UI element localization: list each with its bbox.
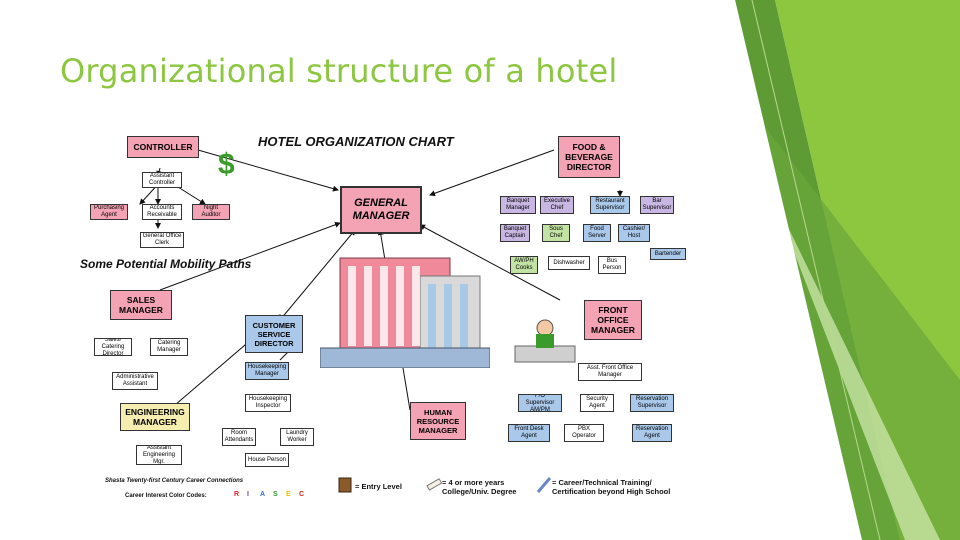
color-code-e-4: E (286, 491, 291, 498)
fo-supervisor-box: F/O Supervisor AM/PM (518, 394, 562, 412)
hr-manager-box: HUMAN RESOURCE MANAGER (410, 402, 466, 440)
color-code-a-2: A (260, 491, 266, 498)
fnb-director-box: FOOD & BEVERAGE DIRECTOR (558, 136, 620, 178)
credit-text: Shasta Twenty-first Century Career Conne… (105, 478, 244, 484)
administrative-assistant-box: Administrative Assistant (112, 372, 158, 390)
housekeeping-manager-box: Housekeeping Manager (245, 362, 289, 380)
slide-title: Organizational structure of a hotel (60, 52, 618, 90)
housekeeping-inspector-box: Housekeeping Inspector (245, 394, 291, 412)
sous-chef-box: Sous Chef (542, 224, 570, 242)
front-desk-clerk-icon (514, 319, 576, 363)
bar-supervisor-box: Bar Supervisor (640, 196, 674, 214)
security-agent-box: Security Agent (580, 394, 614, 412)
reservation-agent-box: Reservation Agent (632, 424, 672, 442)
general-office-clerk-box: General Office Clerk (140, 232, 184, 248)
front-office-manager-box: FRONT OFFICE MANAGER (584, 300, 642, 340)
purchasing-agent-box: Purchasing Agent (90, 204, 128, 220)
customer-service-director-box: CUSTOMER SERVICE DIRECTOR (245, 315, 303, 353)
house-person-box: House Person (245, 453, 289, 467)
sales-catering-director-box: Sales/ Catering Director (94, 338, 132, 356)
color-code-s-3: S (273, 491, 278, 498)
legend-entry-level: = Entry Level (355, 482, 402, 491)
laundry-worker-box: Laundry Worker (280, 428, 314, 446)
legend-four-years: = 4 or more years College/Univ. Degree (442, 478, 517, 496)
org-chart: HOTEL ORGANIZATION CHART Some Potential … (80, 120, 700, 505)
deco-band-light (770, 190, 940, 540)
color-code-c-5: C (299, 491, 305, 498)
general-manager-box: GENERAL MANAGER (340, 186, 422, 234)
cashier-host-box: Cashier/ Host (618, 224, 650, 242)
front-desk-agent-box: Front Desk Agent (508, 424, 550, 442)
awph-cooks-box: AW/PH Cooks (510, 256, 538, 274)
arrow-sales-gm (159, 221, 341, 291)
legend-career-training: = Career/Technical Training/ Certificati… (552, 478, 671, 496)
diploma-icon (426, 478, 442, 491)
arrow-fnb-gm (429, 149, 555, 197)
dollar-icon: $ (218, 148, 235, 181)
book-stack-icon (338, 477, 352, 493)
reservation-supervisor-box: Reservation Supervisor (630, 394, 674, 412)
banquet-captain-box: Banquet Captain (500, 224, 530, 242)
room-attendants-box: Room Attendants (222, 428, 256, 446)
banquet-manager-box: Banquet Manager (500, 196, 536, 214)
pbx-operator-box: PBX Operator (564, 424, 604, 442)
chart-title: HOTEL ORGANIZATION CHART (258, 134, 454, 149)
dishwasher-box: Dishwasher (548, 256, 590, 270)
executive-chef-box: Executive Chef (540, 196, 574, 214)
arrow-fo-gm (419, 224, 561, 301)
catering-manager-box: Catering Manager (150, 338, 188, 356)
night-auditor-box: Night Auditor (192, 204, 230, 220)
color-codes-label: Career Interest Color Codes: (125, 493, 207, 499)
asst-engineering-mgr-box: Assistant Engineering Mgr. (136, 445, 182, 465)
bartender-box: Bartender (650, 248, 686, 260)
deco-gap (700, 0, 862, 540)
food-server-box: Food Server (583, 224, 611, 242)
accounts-receivable-box: Accounts Receivable (142, 204, 182, 220)
deco-line (751, 0, 881, 540)
color-code-i-1: I (247, 491, 249, 498)
mobility-heading: Some Potential Mobility Paths (80, 257, 252, 271)
engineering-manager-box: ENGINEERING MANAGER (120, 403, 190, 431)
arrow-controller-gm (197, 149, 339, 192)
controller-box: CONTROLLER (127, 136, 199, 158)
bus-person-box: Bus Person (598, 256, 626, 274)
arrow-csd-gm (279, 229, 356, 321)
asst-controller-box: Assistant Controller (142, 172, 182, 188)
asst-front-office-manager-box: Asst. Front Office Manager (578, 363, 642, 381)
hotel-building-icon (320, 257, 490, 368)
certificate-feather-icon (536, 477, 552, 493)
deco-band-shade (760, 120, 960, 540)
restaurant-supervisor-box: Restaurant Supervisor (590, 196, 630, 214)
sales-manager-box: SALES MANAGER (110, 290, 172, 320)
color-code-r-0: R (234, 491, 240, 498)
